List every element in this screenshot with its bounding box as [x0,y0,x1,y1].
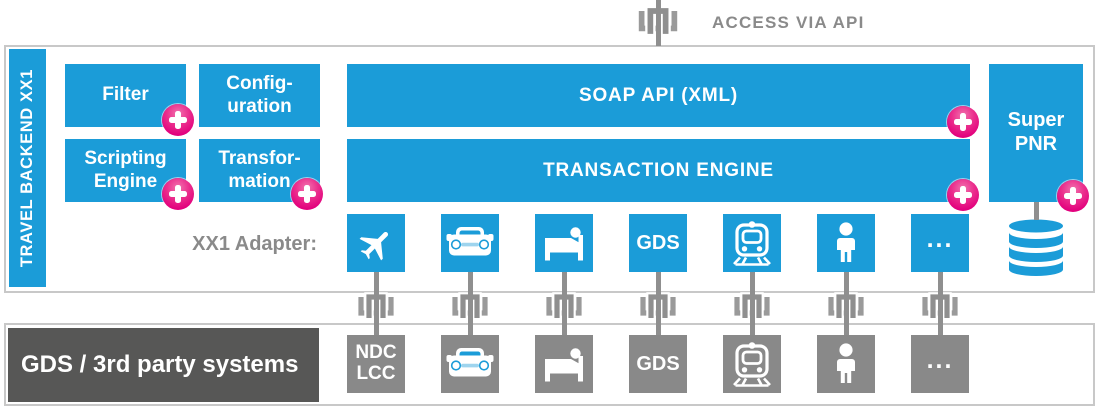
external-car-tile [441,335,499,393]
person-icon [817,214,875,272]
plus-icon [291,178,323,210]
adapter-more-tile: ... [911,214,969,272]
module-filter-label: Filter [102,84,149,106]
sidebar-travel-backend: TRAVEL BACKEND XX1 [9,49,46,287]
super-pnr-label: Super PNR [1007,109,1065,155]
database-icon [1005,218,1067,276]
module-scripting-engine-label: Scripting Engine [84,148,167,192]
ndc-lcc-label: NDC LCC [355,342,397,384]
super-pnr-box: Super PNR [989,64,1083,202]
api-access-line [655,0,661,46]
connector-line [561,272,567,335]
external-hotel-tile [535,335,593,393]
external-more-tile: ... [911,335,969,393]
adapter-hotel-tile [535,214,593,272]
module-transformation-label: Transfor- mation [218,148,301,192]
adapter-flight-tile [347,214,405,272]
external-gds-tile: GDS [629,335,687,393]
train-icon [723,214,781,272]
soap-api-bar: SOAP API (XML) [347,64,970,127]
flight-icon [347,214,405,272]
module-configuration: Config- uration [199,64,320,127]
adapter-car-tile [441,214,499,272]
soap-api-label: SOAP API (XML) [579,84,738,106]
travel-backend-panel: TRAVEL BACKEND XX1 Filter Config- uratio… [4,45,1095,293]
more-ellipsis: ... [926,345,954,374]
more-ellipsis: ... [926,224,954,253]
connector-line [749,272,755,335]
external-rail-tile [723,335,781,393]
adapter-gds-tile: GDS [629,214,687,272]
gds-third-party-box: GDS / 3rd party systems [8,328,319,402]
adapter-rail-tile [723,214,781,272]
module-configuration-label: Config- uration [226,73,293,117]
external-systems-panel: GDS / 3rd party systems NDC LCC GDS ... [4,323,1095,406]
adapter-row-label: XX1 Adapter: [192,233,317,255]
transaction-engine-bar: TRANSACTION ENGINE [347,139,970,202]
car-icon [441,335,499,393]
train-icon [723,335,781,393]
connector-line [467,272,473,335]
gds-third-party-label: GDS / 3rd party systems [21,351,299,378]
external-gds-label: GDS [636,352,680,375]
adapter-profile-tile [817,214,875,272]
car-icon [441,214,499,272]
module-filter: Filter [65,64,186,127]
plus-icon [1057,180,1089,212]
connector-line [843,272,849,335]
external-ndc-lcc-tile: NDC LCC [347,335,405,393]
plus-icon [947,179,979,211]
adapter-gds-label: GDS [636,231,680,254]
api-access-label: ACCESS VIA API [712,13,865,32]
transaction-engine-label: TRANSACTION ENGINE [543,159,774,181]
connector-line [937,272,943,335]
module-scripting-engine: Scripting Engine [65,139,186,202]
connector-line [655,272,661,335]
external-profile-tile [817,335,875,393]
plus-icon [162,104,194,136]
hotel-bed-icon [535,214,593,272]
hotel-bed-icon [535,335,593,393]
plus-icon [947,106,979,138]
sidebar-label: TRAVEL BACKEND XX1 [18,68,36,268]
plus-icon [162,178,194,210]
super-pnr-db-line [1033,202,1039,220]
person-icon [817,335,875,393]
connector-line [373,272,379,335]
